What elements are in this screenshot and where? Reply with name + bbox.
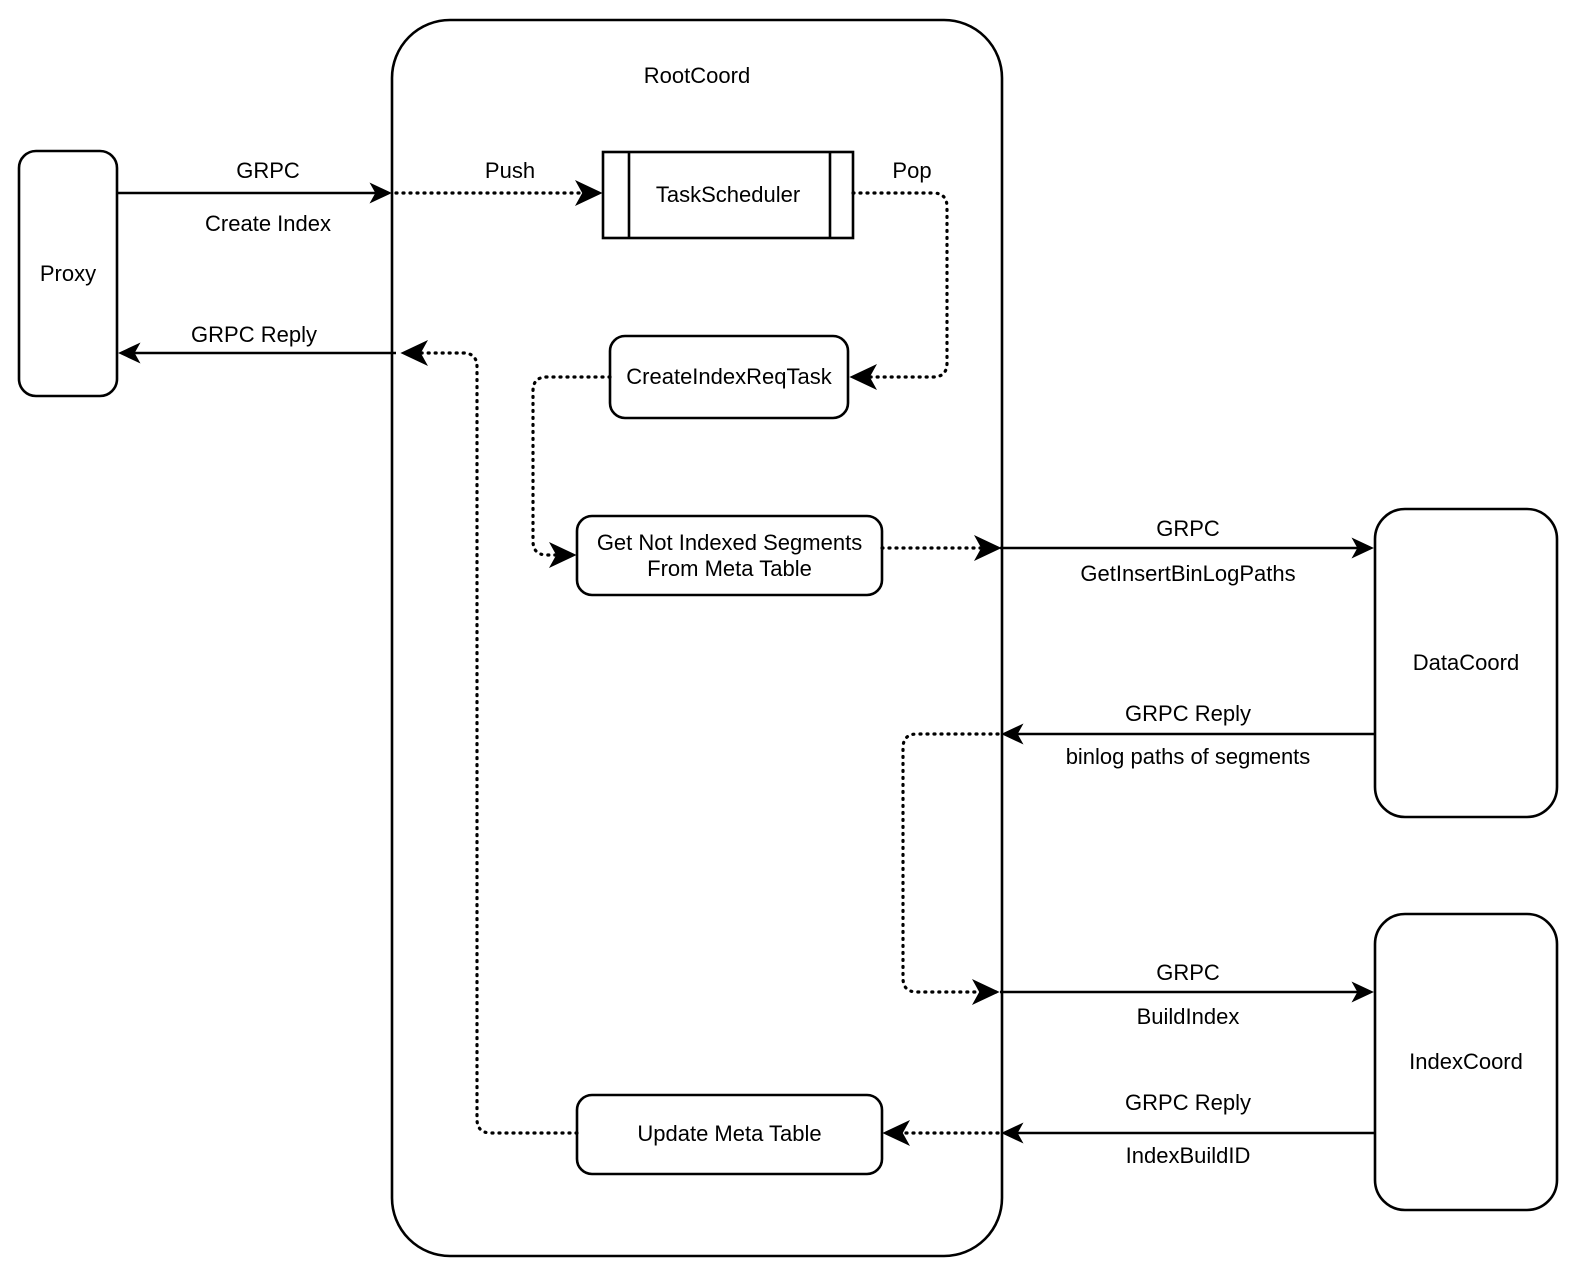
edge-label-grpc-getinsertbinlogpaths-bottom: GetInsertBinLogPaths — [1080, 561, 1296, 586]
edge-label-push: Push — [484, 158, 536, 183]
edge-update-meta-table-to-grpc-reply[interactable] — [400, 340, 579, 1135]
edge-create-index-req-task-to-get-segments[interactable] — [531, 375, 612, 568]
edge-label-grpc-buildindex-top: GRPC — [1156, 960, 1220, 985]
edge-label-grpc-reply-indexbuildid-top: GRPC Reply — [1125, 1090, 1251, 1115]
create-index-req-task-node[interactable] — [608, 334, 850, 420]
task-scheduler-node[interactable] — [601, 150, 855, 240]
edge-label-grpc-reply-indexbuildid-bottom: IndexBuildID — [1125, 1143, 1251, 1168]
edge-label-grpc-buildindex-bottom: BuildIndex — [1136, 1004, 1240, 1029]
proxy-node[interactable] — [17, 149, 119, 398]
data-coord-node[interactable] — [1373, 507, 1559, 819]
update-meta-table-node[interactable] — [575, 1093, 884, 1176]
index-coord-node[interactable] — [1373, 912, 1559, 1212]
edge-pop-to-create-index-req-task[interactable] — [849, 191, 949, 390]
edge-label-pop: Pop — [892, 158, 932, 183]
edge-label-grpc-reply-to-proxy: GRPC Reply — [191, 322, 317, 347]
edge-label-grpc-reply-binlog-top: GRPC Reply — [1125, 701, 1251, 726]
edge-label-grpc-getinsertbinlogpaths-top: GRPC — [1156, 516, 1220, 541]
edge-label-grpc-reply-binlog-bottom: binlog paths of segments — [1065, 744, 1311, 769]
edge-label-grpc-create-index-bottom: Create Index — [205, 211, 331, 236]
edge-binlog-reply-to-buildindex[interactable] — [901, 732, 1000, 1005]
rootcoord-container[interactable] — [390, 18, 1004, 1258]
edge-label-grpc-create-index-top: GRPC — [236, 158, 300, 183]
get-not-indexed-segments-node[interactable] — [575, 514, 884, 597]
